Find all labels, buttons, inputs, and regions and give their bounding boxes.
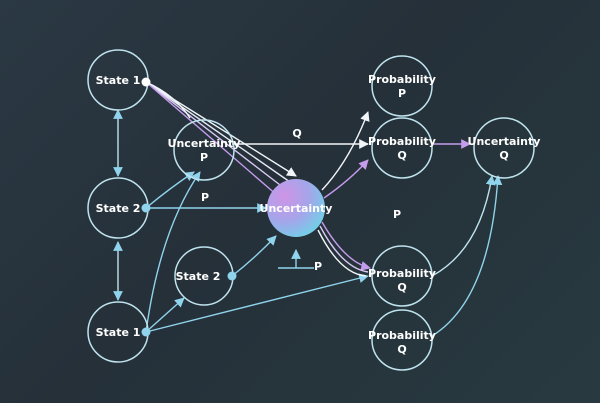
node-uncertainty-p-label-2: P (200, 151, 208, 164)
node-probability-q2-label-2: Q (397, 281, 406, 294)
edge-hub-probq2-2 (319, 225, 369, 273)
edge-state1-uncp (145, 81, 191, 119)
node-probability-q3-label-1: Probability (368, 329, 436, 342)
nodes: State 1 State 2 State 1 Uncertainty P St… (87, 49, 541, 371)
node-probability-p-label-1: Probability (368, 73, 436, 86)
edge-state1b-probq2 (145, 273, 369, 333)
node-state1-bottom-label: State 1 (96, 326, 141, 339)
node-uncertainty-p-label-1: Uncertainty (168, 137, 241, 150)
edge-fan-3 (145, 81, 285, 189)
node-probability-p[interactable]: Probability P (368, 55, 436, 117)
node-probability-q2-label-1: Probability (368, 267, 436, 280)
node-probability-q1-label-2: Q (397, 149, 406, 162)
edge-fan-2 (145, 81, 291, 183)
edge-probq2-uncq (431, 175, 496, 277)
edge-label-p-right: P (393, 208, 401, 221)
node-probability-q1-label-1: Probability (368, 135, 436, 148)
node-state1-top-label: State 1 (96, 74, 141, 87)
edge-label-p-bottom: P (314, 260, 322, 273)
node-state2-inner-label: State 2 (176, 270, 221, 283)
edge-fan-1 (145, 81, 297, 177)
edge-fan-4 (145, 81, 279, 197)
node-probability-q3-label-2: Q (397, 343, 406, 356)
node-state2-inner[interactable]: State 2 (174, 246, 234, 306)
node-uncertainty-p[interactable]: Uncertainty P (168, 119, 241, 181)
node-uncertainty-q-label-2: Q (499, 149, 508, 162)
edge-probq3-uncq (431, 175, 503, 337)
node-probability-q3[interactable]: Probability Q (368, 309, 436, 371)
node-state1-top[interactable]: State 1 (87, 49, 149, 111)
edge-state2-uncp (145, 171, 195, 209)
node-uncertainty-hub-label: Uncertainty (260, 202, 333, 215)
node-state2-mid[interactable]: State 2 (87, 177, 149, 239)
edge-hub-probq2-1 (321, 221, 371, 271)
edge-label-p-mid: P (201, 191, 209, 204)
port-state2-inner (227, 271, 237, 281)
edge-label-q-top: Q (292, 127, 301, 140)
node-probability-q1[interactable]: Probability Q (368, 117, 436, 179)
edge-hub-probq1 (323, 159, 369, 199)
edge-state1b-uncp (145, 171, 201, 333)
node-probability-q2[interactable]: Probability Q (368, 245, 436, 307)
node-state2-mid-label: State 2 (96, 202, 141, 215)
edge-state2inner-hub (231, 235, 277, 277)
port-state1-bottom (141, 327, 151, 337)
edge-labels: Q P P P (201, 127, 401, 273)
node-state1-bottom[interactable]: State 1 (87, 301, 149, 363)
node-uncertainty-q-label-1: Uncertainty (468, 135, 541, 148)
port-state2-mid (141, 203, 151, 213)
edge-hub-probq2-3 (317, 229, 367, 277)
node-uncertainty-q[interactable]: Uncertainty Q (468, 117, 541, 179)
edge-hub-probp (321, 111, 370, 191)
port-state1-top (141, 77, 151, 87)
node-uncertainty-hub[interactable]: Uncertainty (260, 179, 333, 237)
node-probability-p-label-2: P (398, 87, 406, 100)
